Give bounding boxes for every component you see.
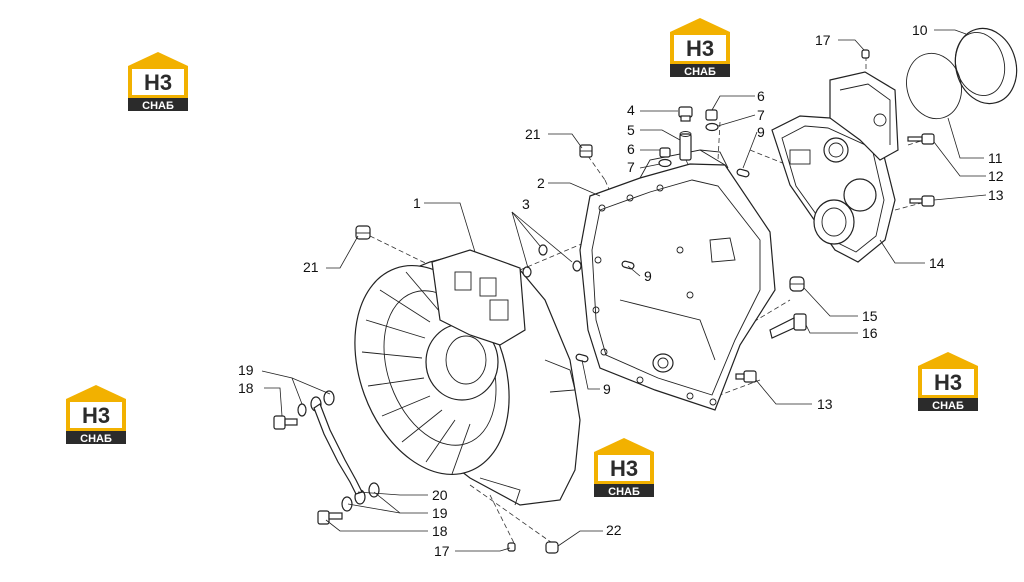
callout-12: 12	[988, 168, 1004, 184]
part-6-plug-right	[705, 109, 718, 121]
part-14-rear-cover-plate	[771, 71, 899, 263]
callout-4: 4	[627, 102, 635, 118]
part-3-o-ring	[522, 244, 582, 278]
leader-lines	[261, 29, 987, 552]
callout-21-top: 21	[525, 126, 541, 142]
callout-18-lower: 18	[432, 523, 448, 539]
watermark-logo: H3 СНАБ	[918, 352, 978, 412]
callout-6-right: 6	[757, 88, 765, 104]
part-10-cover-cap	[954, 27, 1018, 105]
part-5-sleeve	[679, 131, 692, 161]
part-16-long-bolt	[769, 313, 807, 339]
logo-sub: СНАБ	[608, 486, 640, 498]
callout-20: 20	[432, 487, 448, 503]
watermark-logo: H3 СНАБ	[128, 52, 188, 112]
callout-13-lower: 13	[817, 396, 833, 412]
part-20-ground-strap	[313, 403, 363, 495]
callout-14: 14	[929, 255, 945, 271]
callout-9-low: 9	[603, 381, 611, 397]
part-19-washers-lower	[341, 482, 380, 512]
callout-18-upper: 18	[238, 380, 254, 396]
callout-labels: 1 2 3 4 5 6 7 6 7 9 9 9 10 11 12 13 13 1…	[238, 22, 1004, 559]
part-17-screw-bottom	[507, 542, 516, 552]
callout-7-right: 7	[757, 107, 765, 123]
logo-mark: H3	[144, 70, 172, 95]
watermark-logo: H3 СНАБ	[670, 18, 730, 78]
logo-sub: СНАБ	[80, 433, 112, 445]
logo-sub: СНАБ	[932, 400, 964, 412]
callout-1: 1	[413, 195, 421, 211]
logo-sub: СНАБ	[684, 66, 716, 78]
logo-sub: СНАБ	[142, 100, 174, 112]
part-6-plug-left	[659, 147, 671, 158]
callout-15: 15	[862, 308, 878, 324]
callout-2: 2	[537, 175, 545, 191]
logo-mark: H3	[686, 36, 714, 61]
part-21-plug-left	[355, 225, 371, 240]
watermark-logo: H3 СНАБ	[66, 385, 126, 445]
part-11-o-ring	[906, 52, 962, 120]
callout-19-lower: 19	[432, 505, 448, 521]
part-4-plug	[678, 106, 693, 122]
part-13-bolt-lower	[735, 370, 757, 383]
part-18-bolt-upper	[273, 415, 298, 430]
callout-16: 16	[862, 325, 878, 341]
callout-9-top: 9	[757, 124, 765, 140]
callout-7-left: 7	[627, 159, 635, 175]
callout-3: 3	[522, 196, 530, 212]
logo-mark: H3	[934, 370, 962, 395]
logo-mark: H3	[610, 456, 638, 481]
part-12-bolt	[907, 133, 935, 145]
callout-21-left: 21	[303, 259, 319, 275]
watermark-logo: H3 СНАБ	[594, 438, 654, 498]
part-2-gearbox-case	[579, 149, 776, 411]
callout-22: 22	[606, 522, 622, 538]
part-9-dowel-pin	[575, 168, 750, 363]
part-13-bolt-upper	[909, 195, 935, 207]
callout-6-left: 6	[627, 141, 635, 157]
callout-11: 11	[988, 150, 1003, 166]
callout-10: 10	[912, 22, 928, 38]
callout-19-upper: 19	[238, 362, 254, 378]
callout-5: 5	[627, 122, 635, 138]
part-18-bolt-lower	[317, 510, 343, 525]
part-21-plug-top	[579, 144, 593, 158]
callout-13-upper: 13	[988, 187, 1004, 203]
part-15-plug	[789, 276, 805, 292]
part-1-bell-housing	[354, 249, 581, 506]
callout-17-bottom: 17	[434, 543, 450, 559]
part-7-washer-left	[658, 158, 672, 168]
logo-mark: H3	[82, 403, 110, 428]
part-7-washer-right	[705, 122, 719, 132]
part-17-screw-top	[861, 49, 870, 59]
callout-9-mid: 9	[644, 268, 652, 284]
callout-17-top: 17	[815, 32, 831, 48]
part-22-plug	[545, 541, 559, 554]
